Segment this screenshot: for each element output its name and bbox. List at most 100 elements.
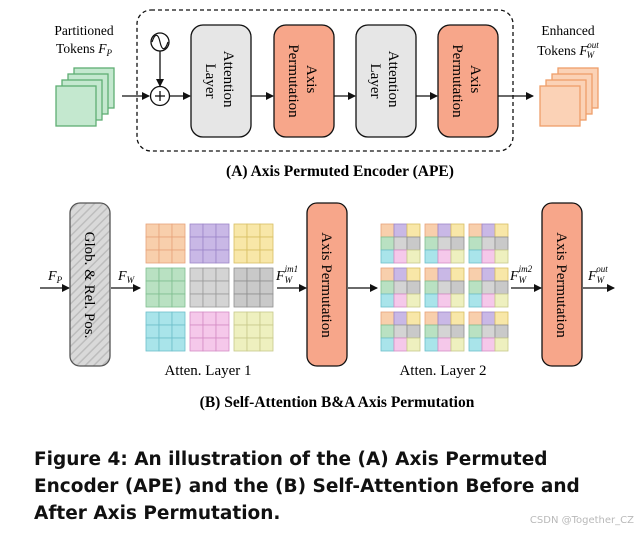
fim2-label: FWim2 <box>509 264 533 285</box>
grid-cell <box>158 280 173 295</box>
grid-cell <box>468 324 483 339</box>
grid-cell <box>393 337 408 352</box>
attention-layer-block-2: Attention Layer <box>355 24 417 138</box>
grid-cell <box>406 311 421 326</box>
grid-cell <box>424 293 439 308</box>
grid-cell <box>406 236 421 251</box>
grid-cell <box>450 311 465 326</box>
grid-cell <box>406 267 421 282</box>
grid-cell <box>437 280 452 295</box>
grid-cell <box>259 311 274 326</box>
grid-cell <box>450 236 465 251</box>
grid-cell <box>171 280 186 295</box>
grid-cell <box>259 236 274 251</box>
grid-cell <box>481 223 496 238</box>
grid-cell <box>215 267 230 282</box>
panel-b-title: (B) Self-Attention B&A Axis Permutation <box>200 394 475 411</box>
grid-cell <box>437 311 452 326</box>
output-label-line2: Tokens FWout <box>537 40 599 60</box>
grid-cell <box>246 280 261 295</box>
grid-cell <box>437 236 452 251</box>
grid-cell <box>393 324 408 339</box>
grid-cell <box>158 267 173 282</box>
svg-text:Axis Permutation: Axis Permutation <box>553 232 569 338</box>
figure-caption: Figure 4: An illustration of the (A) Axi… <box>34 449 580 524</box>
grid-cell <box>246 223 261 238</box>
grid-cell <box>468 280 483 295</box>
grid-cell <box>202 249 217 264</box>
grid-cell <box>424 337 439 352</box>
grid-cell <box>437 324 452 339</box>
grid-cell <box>494 267 509 282</box>
grid-cell <box>380 311 395 326</box>
grid-cell <box>494 337 509 352</box>
grid-cell <box>424 280 439 295</box>
grid-cell <box>437 267 452 282</box>
grid-cell <box>215 280 230 295</box>
grid-cell <box>171 337 186 352</box>
grid-cell <box>171 267 186 282</box>
grid-cell <box>202 236 217 251</box>
grid-cell <box>246 267 261 282</box>
grid-cell <box>468 267 483 282</box>
grid-cell <box>202 324 217 339</box>
grid-cell <box>468 249 483 264</box>
grid-cell <box>158 236 173 251</box>
grid-cell <box>406 293 421 308</box>
grid-cell <box>246 249 261 264</box>
grid-cell <box>406 280 421 295</box>
grid-cell <box>380 324 395 339</box>
grid-cell <box>424 311 439 326</box>
panel-a: Partitioned Tokens FP Attentio <box>54 9 599 180</box>
axis-permutation-block-b2: Axis Permutation <box>541 202 583 367</box>
grid-cell <box>406 249 421 264</box>
grid-cell <box>158 337 173 352</box>
grid-cell <box>233 293 248 308</box>
grid-cell <box>259 324 274 339</box>
grid-cell <box>233 236 248 251</box>
fw-label: FW <box>117 269 136 285</box>
grid-cell <box>380 223 395 238</box>
axis-permutation-block-b1: Axis Permutation <box>306 202 348 367</box>
grid-cell <box>494 236 509 251</box>
grid-cell <box>437 293 452 308</box>
grid-cell <box>424 267 439 282</box>
grid-cell <box>215 223 230 238</box>
grid-cell <box>202 223 217 238</box>
grid-cell <box>450 337 465 352</box>
grid-cell <box>468 311 483 326</box>
grid-cell <box>494 280 509 295</box>
svg-text:Axis Permutation: Axis Permutation <box>285 44 319 118</box>
axis-permutation-block-1: Axis Permutation <box>273 24 335 138</box>
grid-cell <box>380 293 395 308</box>
grid-cell <box>145 324 160 339</box>
panel-a-title: (A) Axis Permuted Encoder (APE) <box>226 163 454 180</box>
grid-cell <box>233 324 248 339</box>
grid-cell <box>158 223 173 238</box>
grid-cell <box>468 236 483 251</box>
input-token-stack <box>55 67 115 127</box>
grid-cell <box>259 249 274 264</box>
grid-cell <box>494 293 509 308</box>
grid-cell <box>215 337 230 352</box>
grid-cell <box>259 267 274 282</box>
input-label-line2: Tokens FP <box>56 41 112 58</box>
grid-cell <box>246 324 261 339</box>
grid-cell <box>171 223 186 238</box>
ape-boundary <box>136 9 514 152</box>
output-token-stack <box>539 67 599 127</box>
atten-layer-2-grid <box>380 223 509 352</box>
glob-rel-pos-block: Glob. & Rel. Pos. <box>69 202 111 367</box>
grid-cell <box>259 280 274 295</box>
grid-cell <box>189 293 204 308</box>
atten-layer-1-label: Atten. Layer 1 <box>164 363 251 379</box>
grid-cell <box>171 236 186 251</box>
grid-cell <box>215 324 230 339</box>
grid-cell <box>450 293 465 308</box>
svg-text:Attention Layer: Attention Layer <box>367 51 401 111</box>
grid-cell <box>171 293 186 308</box>
grid-cell <box>450 324 465 339</box>
grid-cell <box>145 280 160 295</box>
grid-cell <box>494 311 509 326</box>
grid-cell <box>468 293 483 308</box>
